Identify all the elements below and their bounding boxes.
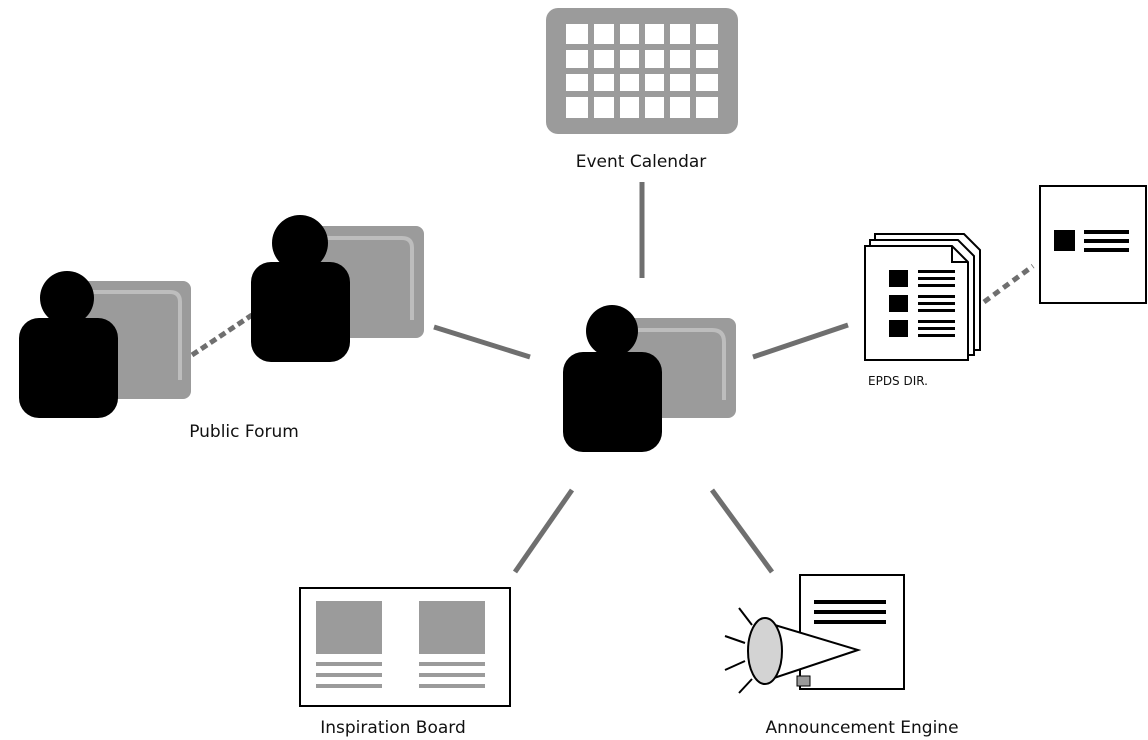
public-forum-label: Public Forum [189,422,299,442]
event-calendar-label: Event Calendar [576,152,707,172]
megaphone-icon [724,607,862,694]
announcement-engine-label: Announcement Engine [765,718,958,738]
center-user-icon [563,305,736,452]
calendar-icon [546,8,738,134]
inspiration-board-label: Inspiration Board [320,718,466,738]
connector-epds-card [982,263,1035,305]
connectors [190,182,1035,574]
epds-dir-label: EPDS DIR. [868,374,928,388]
forum-user-left-icon [19,271,191,418]
announcement-sheet-icon [799,574,905,690]
board-icon [299,587,511,707]
connector-inspiration [512,488,575,574]
connector-forum-users [190,312,254,358]
contact-card-icon [1039,185,1147,304]
connector-announcement [709,488,775,574]
connector-epds [752,322,849,360]
directory-icon [864,233,981,361]
connector-forum [433,324,531,360]
forum-user-right-icon [251,215,424,362]
